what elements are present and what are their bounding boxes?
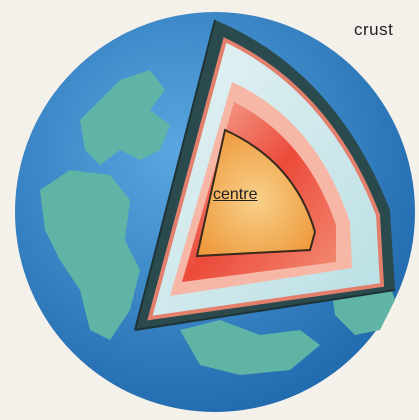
crust-label: crust [354,20,393,40]
centre-label: centre [213,186,257,204]
